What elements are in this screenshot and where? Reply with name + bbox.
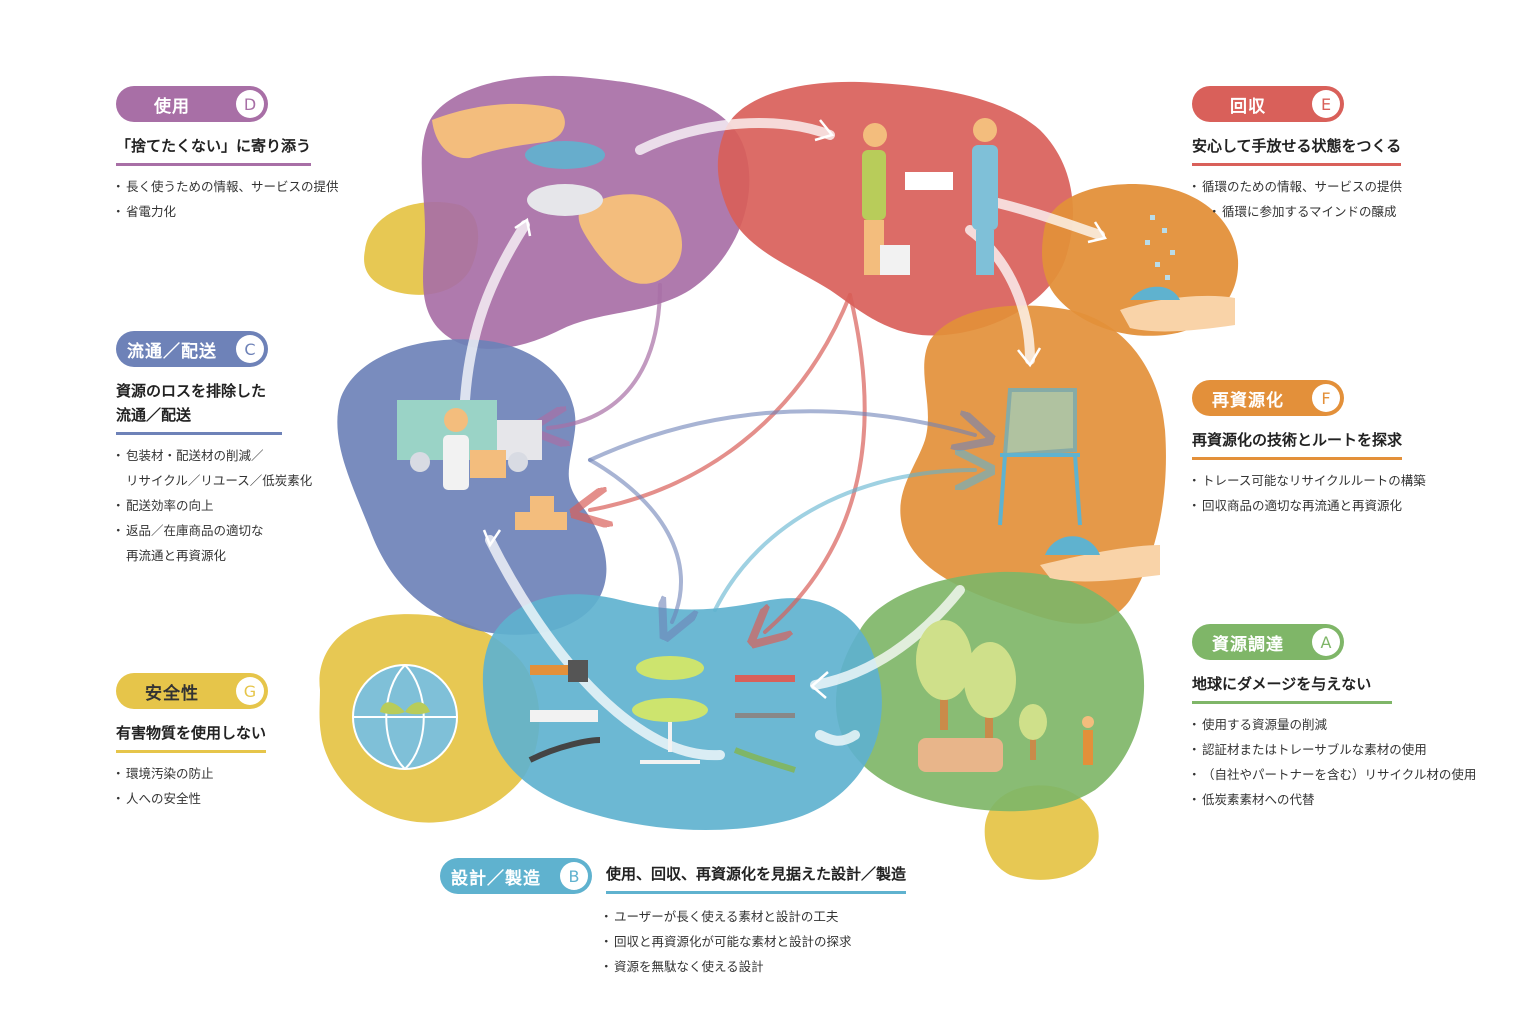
stage-use: 使用 D 「捨てたくない」に寄り添う 長く使うための情報、サービスの提供 省電力… <box>112 86 396 224</box>
globe-sprout-icon <box>352 664 458 770</box>
stage-safety-headline: 有害物質を使用しない <box>116 721 267 753</box>
hand-powder-illustration <box>1120 215 1235 332</box>
list-item: 包装材・配送材の削減／ <box>112 443 366 468</box>
list-item: トレース可能なリサイクルルートの構築 <box>1188 468 1492 493</box>
list-item: 再流通と再資源化 <box>126 548 227 563</box>
stage-distribution-headline-line: 流通／配送 <box>116 406 192 424</box>
stage-distribution-letter: C <box>236 335 264 363</box>
stage-distribution-pill: 流通／配送 C <box>116 331 268 367</box>
stage-recycle-pill: 再資源化 F <box>1192 380 1344 416</box>
stage-collect-bullets: 循環のための情報、サービスの提供 循環に参加するマインドの醸成 <box>1188 174 1492 224</box>
hands-tape-illustration <box>432 103 682 284</box>
stage-design: 設計／製造 B 使用、回収、再資源化を見据えた設計／製造 ユーザーが長く使える素… <box>440 858 960 979</box>
stage-distribution-label: 流通／配送 <box>127 341 217 362</box>
list-item: リサイクル／リユース／低炭素化 <box>126 473 313 488</box>
stage-procurement-label: 資源調達 <box>1212 634 1284 655</box>
stage-recycle-bullets: トレース可能なリサイクルルートの構築 回収商品の適切な再流通と再資源化 <box>1188 468 1492 518</box>
stage-safety-letter: G <box>236 677 264 705</box>
stage-design-bullets: ユーザーが長く使える素材と設計の工夫 回収と再資源化が可能な素材と設計の探求 資… <box>600 904 960 979</box>
stage-collect-pill: 回収 E <box>1192 86 1344 122</box>
list-item: 低炭素素材への代替 <box>1188 787 1512 812</box>
list-item: 循環に参加するマインドの醸成 <box>1208 199 1492 224</box>
handover-figures-illustration <box>862 118 998 275</box>
recycle-blob <box>900 305 1166 624</box>
stage-safety-pill: 安全性 G <box>116 673 268 709</box>
list-item: 環境汚染の防止 <box>112 761 366 786</box>
delivery-truck-illustration <box>397 400 567 530</box>
stage-procurement: 資源調達 A 地球にダメージを与えない 使用する資源量の削減 認証材またはトレー… <box>1188 624 1512 812</box>
stage-use-letter: D <box>236 90 264 118</box>
list-item: 配送効率の向上 <box>112 493 366 518</box>
stage-use-pill: 使用 D <box>116 86 268 122</box>
stage-distribution-bullets: 包装材・配送材の削減／ リサイクル／リユース／低炭素化 配送効率の向上 返品／在… <box>112 443 366 568</box>
list-item: 使用する資源量の削減 <box>1188 712 1512 737</box>
stage-use-label: 使用 <box>154 96 190 117</box>
stage-collect-label: 回収 <box>1230 96 1266 117</box>
stage-distribution: 流通／配送 C 資源のロスを排除した 流通／配送 包装材・配送材の削減／ リサイ… <box>112 331 366 568</box>
stage-safety-label: 安全性 <box>145 683 199 704</box>
stage-safety-bullets: 環境汚染の防止 人への安全性 <box>112 761 366 811</box>
stage-use-bullets: 長く使うための情報、サービスの提供 省電力化 <box>112 174 396 224</box>
stage-recycle-letter: F <box>1312 384 1340 412</box>
stage-collect: 回収 E 安心して手放せる状態をつくる 循環のための情報、サービスの提供 循環に… <box>1188 86 1492 224</box>
stage-recycle: 再資源化 F 再資源化の技術とルートを探求 トレース可能なリサイクルルートの構築… <box>1188 380 1492 518</box>
stage-collect-headline: 安心して手放せる状態をつくる <box>1192 134 1402 166</box>
stage-design-letter: B <box>560 862 588 890</box>
distribution-blob <box>337 339 607 635</box>
list-item: ユーザーが長く使える素材と設計の工夫 <box>600 904 960 929</box>
list-item: 認証材またはトレーサブルな素材の使用 <box>1188 737 1512 762</box>
stage-procurement-bullets: 使用する資源量の削減 認証材またはトレーサブルな素材の使用 （自社やパートナーを… <box>1188 712 1512 812</box>
tools-chair-illustration <box>528 656 796 773</box>
stage-design-headline: 使用、回収、再資源化を見据えた設計／製造 <box>606 862 907 894</box>
list-item: 人への安全性 <box>112 786 366 811</box>
stage-recycle-headline: 再資源化の技術とルートを探求 <box>1192 428 1403 460</box>
stage-procurement-headline: 地球にダメージを与えない <box>1192 672 1392 704</box>
list-item: 省電力化 <box>112 199 396 224</box>
stage-collect-letter: E <box>1312 90 1340 118</box>
list-item: （自社やパートナーを含む）リサイクル材の使用 <box>1188 762 1512 787</box>
list-item: 資源を無駄なく使える設計 <box>600 954 960 979</box>
stage-procurement-pill: 資源調達 A <box>1192 624 1344 660</box>
stage-recycle-label: 再資源化 <box>1212 390 1284 411</box>
recycled-chair-illustration <box>998 388 1082 526</box>
list-item: 回収と再資源化が可能な素材と設計の探求 <box>600 929 960 954</box>
list-item: 長く使うための情報、サービスの提供 <box>112 174 396 199</box>
list-item: 回収商品の適切な再流通と再資源化 <box>1188 493 1492 518</box>
list-item: 循環のための情報、サービスの提供 <box>1188 174 1492 199</box>
stage-procurement-letter: A <box>1312 628 1340 656</box>
stage-design-label: 設計／製造 <box>451 868 541 889</box>
list-item: 返品／在庫商品の適切な <box>112 518 366 543</box>
hand-recycle-illustration <box>1040 536 1160 582</box>
stage-design-pill: 設計／製造 B <box>440 858 592 894</box>
forest-illustration <box>916 620 1094 772</box>
stage-distribution-headline: 資源のロスを排除した 流通／配送 <box>116 379 282 435</box>
stage-distribution-headline-line: 資源のロスを排除した <box>116 382 267 400</box>
stage-safety: 安全性 G 有害物質を使用しない 環境汚染の防止 人への安全性 <box>112 673 366 811</box>
stage-use-headline: 「捨てたくない」に寄り添う <box>116 134 312 166</box>
